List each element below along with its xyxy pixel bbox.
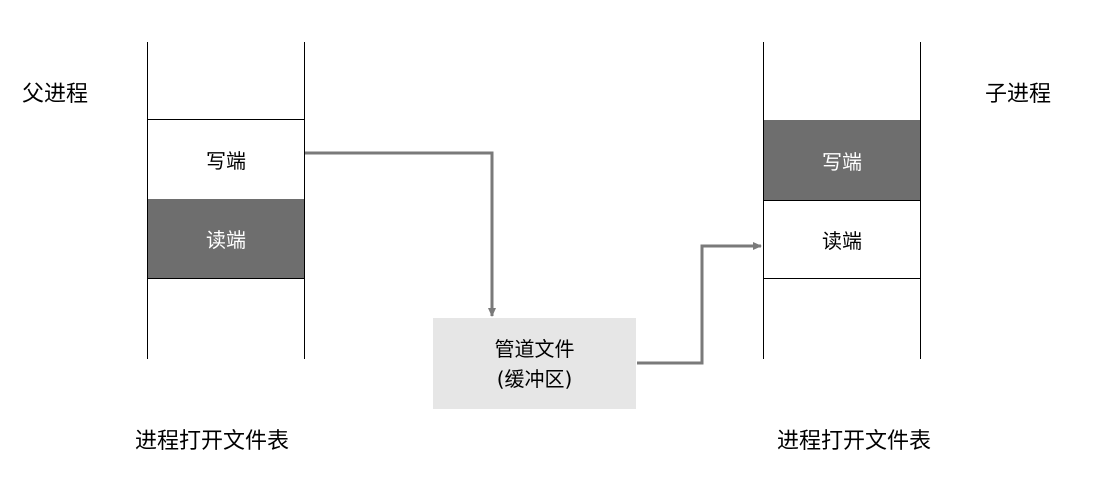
child-write-end-cell: 写端 <box>764 120 920 200</box>
parent-write-end-cell: 写端 <box>148 120 304 199</box>
write-to-pipe-arrow <box>305 151 496 317</box>
parent-table-left-border <box>147 42 148 359</box>
parent-table-divider-bottom <box>147 278 305 279</box>
child-write-end-label: 写端 <box>822 149 862 174</box>
pipe-file-label: 管道文件 <box>494 336 575 361</box>
parent-table-caption: 进程打开文件表 <box>135 429 290 454</box>
child-read-end-cell: 读端 <box>764 200 920 278</box>
parent-table-divider-top <box>147 119 305 120</box>
child-table-divider-mid <box>763 200 921 201</box>
child-process-title: 子进程 <box>985 82 1052 107</box>
pipe-file-box: 管道文件 (缓冲区) <box>433 318 636 409</box>
pipe-to-read-arrow <box>637 242 762 365</box>
parent-read-end-cell: 读端 <box>148 199 304 278</box>
child-read-end-label: 读端 <box>822 228 862 253</box>
parent-write-end-label: 写端 <box>206 149 246 173</box>
child-table-divider-bottom <box>763 278 921 279</box>
pipe-buffer-label: (缓冲区) <box>496 366 573 391</box>
child-table-caption: 进程打开文件表 <box>777 429 932 454</box>
parent-table-right-border <box>304 42 305 359</box>
parent-read-end-label: 读端 <box>206 228 246 252</box>
parent-process-title: 父进程 <box>22 82 89 107</box>
